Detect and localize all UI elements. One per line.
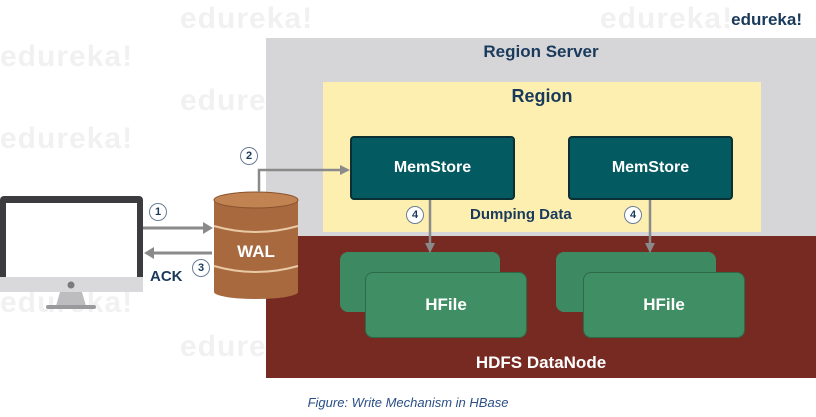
brand-logo: edureka! [731,10,802,29]
figure-caption: Figure: Write Mechanism in HBase [307,395,509,410]
step-badge-4b: 4 [624,206,642,224]
watermark: edureka! [0,40,134,73]
apple-logo-icon [67,281,75,289]
step-badge-4a: 4 [406,206,424,224]
step-badge-2: 2 [240,147,258,165]
memstore-1: MemStore [350,136,515,200]
region-server-title: Region Server [483,42,599,61]
memstore-2: MemStore [568,136,733,200]
database-cylinder-icon [213,191,299,299]
hdfs-datanode-title: HDFS DataNode [475,353,607,372]
imac-computer-icon [0,196,143,309]
step-badge-3: 3 [192,259,210,277]
region-title: Region [511,86,573,106]
hfile-1: HFile [365,272,527,338]
ack-label: ACK [150,268,183,285]
dumping-data-label: Dumping Data [470,206,572,223]
watermark: edureka! [600,2,734,35]
wal-label: WAL [237,242,275,261]
watermark: edureka! [0,122,134,155]
watermark: edureka! [180,2,314,35]
hfile-2: HFile [583,272,745,338]
step-badge-1: 1 [149,203,167,221]
